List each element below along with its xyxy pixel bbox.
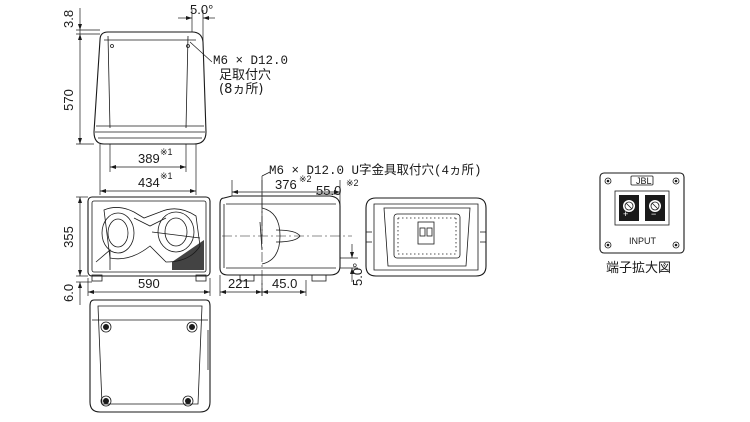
note-2a: ※2 [299, 174, 312, 184]
side-view: M6 × D12.0 U字金具取付穴(4ヵ所) 376 ※2 55.0 ※2 2… [219, 162, 482, 296]
dim-45: 45.0 [272, 276, 297, 291]
dim-angle-side: 5.0° [350, 263, 365, 286]
mount-holes-label-3: (8ヵ所) [219, 82, 263, 97]
terminal-input-label: INPUT [629, 236, 657, 246]
note-1b: ※1 [160, 171, 173, 181]
terminal-detail: JBL + − INPUT 端子拡大図 [599, 172, 685, 276]
svg-text:+: + [623, 209, 628, 219]
dim-389: 389 [138, 151, 160, 166]
svg-text:−: − [651, 209, 656, 219]
u-bracket-label: M6 × D12.0 U字金具取付穴(4ヵ所) [269, 162, 482, 178]
dim-top-margin: 3.8 [61, 10, 76, 28]
dim-bottom-offset: 6.0 [61, 284, 76, 302]
dim-side-height: 570 [61, 89, 76, 111]
mount-holes-label-1: M6 × D12.0 [213, 54, 288, 68]
terminal-caption: 端子拡大図 [606, 261, 671, 276]
dim-221: 221 [228, 276, 250, 291]
rear-panel-dots [397, 217, 457, 255]
note-1a: ※1 [160, 147, 173, 157]
dim-55: 55.0 [316, 183, 341, 198]
dim-434: 434 [138, 175, 160, 190]
top-view: 3.8 570 5.0° M6 × D12.0 足取付穴 (8ヵ所) 389 ※… [61, 2, 288, 195]
bottom-view [89, 299, 211, 413]
front-view: 355 6.0 590 [61, 196, 211, 305]
terminal-logo: JBL [636, 176, 652, 186]
dim-angle-top: 5.0° [190, 2, 213, 17]
dim-front-width: 590 [138, 276, 160, 291]
dim-376: 376 [275, 177, 297, 192]
dim-front-height: 355 [61, 226, 76, 248]
rear-view [365, 197, 487, 277]
mount-holes-label-2: 足取付穴 [219, 68, 271, 83]
note-2b: ※2 [346, 178, 359, 188]
